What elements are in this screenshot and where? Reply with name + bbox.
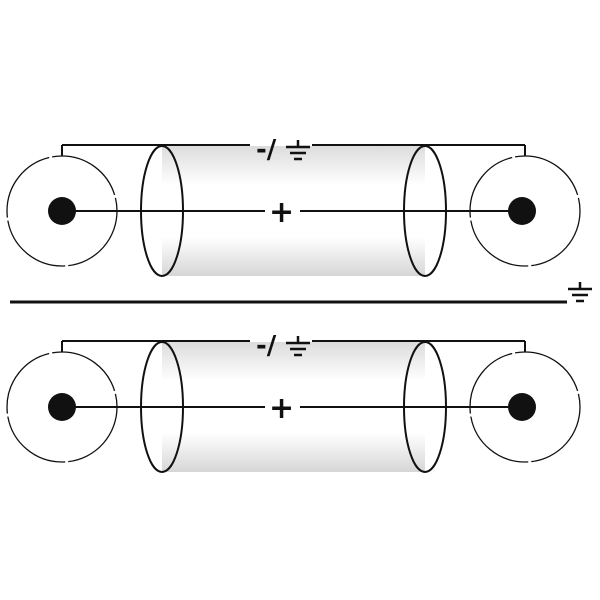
cable-end-left [140,145,184,277]
rca-pin-left [48,393,76,421]
signal-label: + [269,195,294,230]
cable-bottom: -/ + [6,331,581,473]
cable-end-right [403,145,447,277]
signal-label: + [269,391,294,426]
cable-end-left [140,341,184,473]
rca-pin-right [508,197,536,225]
shield-label: -/ [256,135,277,165]
shield-label: -/ [256,331,277,361]
ground-icon [566,280,594,303]
cable-body [162,146,425,276]
cable-body [162,342,425,472]
rca-pin-right [508,393,536,421]
cable-top: -/ + [6,135,581,277]
rca-pin-left [48,197,76,225]
cable-end-right [403,341,447,473]
